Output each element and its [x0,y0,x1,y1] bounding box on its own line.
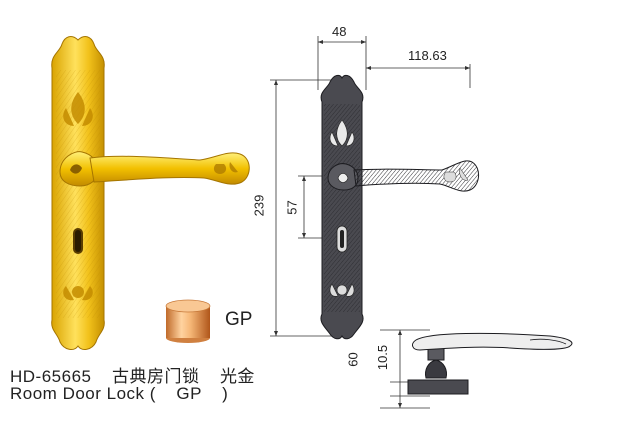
gp-finish-swatch [165,299,211,343]
product-finish-code: GP [176,384,202,403]
product-finish-cn: 光金 [219,367,255,386]
dimension-height-239: 239 [251,194,267,217]
dimension-depth-60: 60 [345,352,361,367]
dimension-center-57: 57 [284,200,300,215]
gold-door-lock-image [51,36,250,350]
product-model: HD-65665 [10,367,92,386]
product-name-en: Room Door Lock ( [10,384,156,403]
technical-drawing-side [380,329,573,409]
technical-drawing-front [270,36,479,340]
dimension-width-48: 48 [332,24,347,39]
product-english-caption: Room Door Lock ( GP ) [10,384,228,404]
gp-finish-label: GP [225,309,253,330]
product-name-cn: 古典房门锁 [111,367,200,386]
dimension-lever-length: 118.63 [408,48,447,63]
product-close-paren: ) [222,384,229,403]
dimension-depth-10-5: 10.5 [375,344,391,371]
product-model-caption: HD-65665 古典房门锁 光金 [10,362,255,387]
